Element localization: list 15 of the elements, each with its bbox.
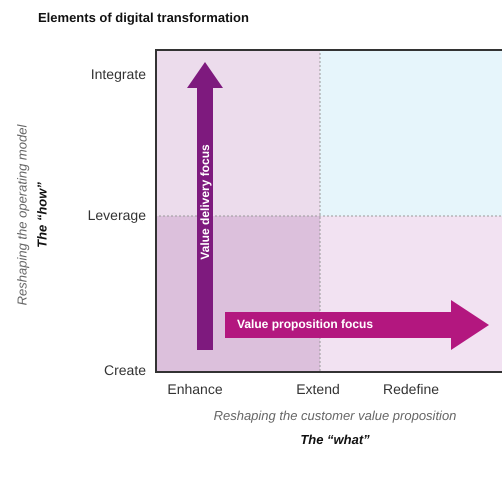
axis-title: Reshaping the customer value proposition — [214, 408, 456, 423]
axis-tick-label: Leverage — [88, 207, 146, 223]
axis-title: The “what” — [300, 432, 370, 447]
axis-tick-label: Create — [104, 362, 146, 378]
arrow-label: Value proposition focus — [237, 317, 374, 331]
arrow-label: Value delivery focus — [198, 144, 212, 260]
right-arrow — [225, 300, 489, 350]
up-arrow — [187, 62, 223, 350]
axis-tick-label: Extend — [296, 381, 340, 397]
chart-title: Elements of digital transformation — [38, 10, 249, 25]
axis-tick-label: Integrate — [90, 66, 146, 82]
axis-tick-label: Enhance — [167, 381, 223, 397]
axis-title: Reshaping the operating model — [14, 124, 30, 306]
axis-tick-label: Redefine — [382, 381, 440, 397]
axis-title: The “how” — [34, 182, 50, 248]
